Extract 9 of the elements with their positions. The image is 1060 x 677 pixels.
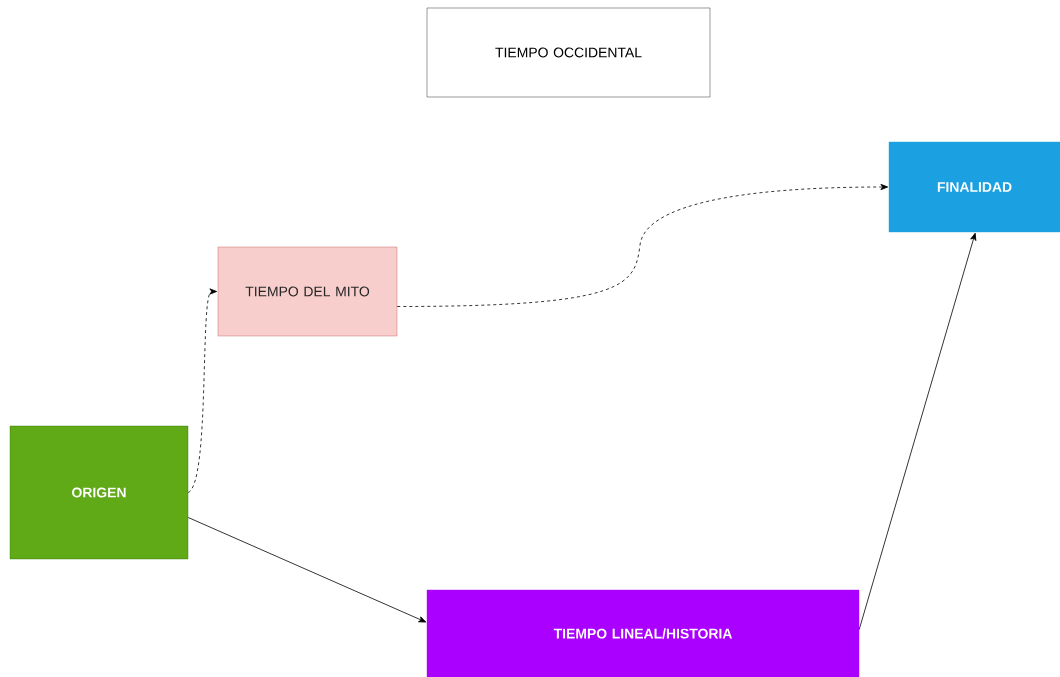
arrow <box>187 288 218 493</box>
process-box: TIEMPO LINEAL/HISTORIA <box>426 589 860 677</box>
process-box: TIEMPO DEL MITO <box>217 246 398 337</box>
process-box: ORIGEN <box>9 425 189 560</box>
arrow <box>187 517 427 623</box>
arrow <box>858 232 977 630</box>
process-box: TIEMPO OCCIDENTAL <box>426 7 711 98</box>
process-box: FINALIDAD <box>888 141 1060 233</box>
arrow <box>396 183 889 307</box>
